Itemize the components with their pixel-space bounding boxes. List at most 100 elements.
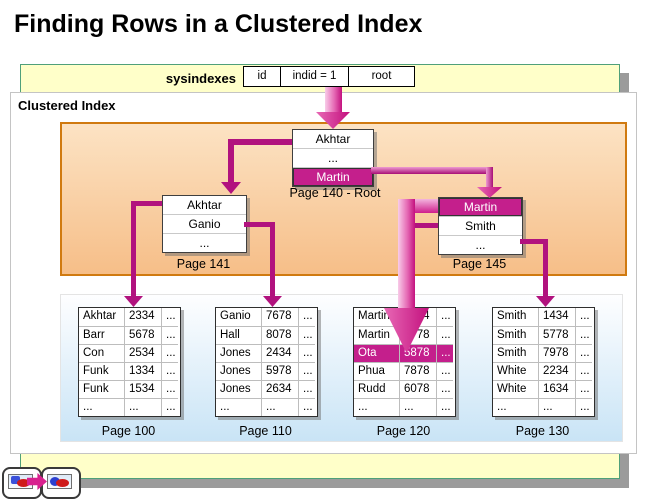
search-path-connector (412, 199, 438, 213)
leaf-cell: ... (493, 398, 538, 416)
leaf-cell: ... (298, 362, 315, 380)
leaf-cell: ... (79, 398, 124, 416)
red-shape-icon (17, 479, 30, 487)
leaf-cell: Smith (493, 344, 538, 362)
leaf-cell: ... (298, 308, 315, 326)
leaf-cell: 6078 (399, 380, 436, 398)
node-row: ... (293, 148, 373, 167)
leaf-cell: ... (298, 398, 315, 416)
leaf-cell: ... (436, 398, 453, 416)
leaf-cell: White (493, 362, 538, 380)
slide-picture-icon (47, 474, 72, 489)
table-row: ......... (354, 398, 455, 416)
leaf-cell: ... (575, 380, 592, 398)
141-to-100-arrowhead (124, 296, 143, 307)
root-to-141-line (228, 139, 292, 145)
leaf-cell: ... (298, 380, 315, 398)
sysindexes-cell-id: id (257, 70, 267, 82)
leaf-cell: ... (436, 308, 453, 326)
leaf-cell: Funk (79, 380, 124, 398)
sysindexes-to-root-arrow (325, 87, 342, 113)
leaf-cell: 2334 (124, 308, 161, 326)
node-row: Smith (439, 216, 522, 235)
node-row: ... (439, 235, 522, 254)
leaf-cell: ... (298, 326, 315, 344)
blue-shape-icon (11, 476, 20, 484)
red-shape-icon (56, 479, 69, 487)
leaf-cell: ... (298, 344, 315, 362)
sysindexes-table: id indid = 1 root (243, 66, 415, 87)
leaf-cell: Con (79, 344, 124, 362)
leaf-cell: Jones (216, 344, 261, 362)
leaf-cell: Ota (354, 344, 399, 362)
leaf-cell: ... (216, 398, 261, 416)
leaf-cell: Jones (216, 362, 261, 380)
leaf-cell: ... (161, 308, 178, 326)
145-to-130-line (520, 239, 548, 244)
leaf-cell: Ganio (220, 310, 251, 322)
145-to-120-line (412, 223, 438, 228)
leaf-cell: 2434 (261, 344, 298, 362)
sysindexes-label: sysindexes (165, 71, 236, 86)
leaf-cell: ... (261, 398, 298, 416)
leaf-cell: Martin (354, 326, 399, 344)
page-110-label: Page 110 (239, 424, 292, 438)
leaf-cell: ... (436, 326, 453, 344)
leaf-cell: 8078 (261, 326, 298, 344)
leaf-cell: 7878 (399, 362, 436, 380)
page-130-label: Page 130 (515, 424, 570, 438)
leaf-cell: 1634 (538, 380, 575, 398)
table-row: ......... (79, 398, 180, 416)
page-141-label: Page 141 (176, 257, 231, 271)
page-120-label: Page 120 (376, 424, 431, 438)
root-to-141-line (228, 139, 234, 183)
root-to-145-line (486, 167, 493, 188)
sysindexes-cell-root: root (348, 67, 414, 86)
leaf-cell: 2634 (261, 380, 298, 398)
sysindexes-cell-indid: indid = 1 (280, 67, 348, 86)
leaf-cell: ... (436, 362, 453, 380)
node-row: Ganio (163, 214, 246, 233)
root-to-145-arrowhead (477, 187, 502, 198)
leaf-cell: 1534 (124, 380, 161, 398)
node-row: Akhtar (315, 132, 351, 146)
leaf-cell: 5978 (261, 362, 298, 380)
leaf-cell: ... (161, 344, 178, 362)
node-row: ... (163, 233, 246, 252)
leaf-cell: ... (124, 398, 161, 416)
slide-picture-icon (8, 474, 33, 489)
table-row: ......... (493, 398, 594, 416)
page-140-label: Page 140 - Root (289, 186, 381, 200)
leaf-cell: 1334 (124, 362, 161, 380)
index-node-page-141: Akhtar Ganio ... (162, 195, 247, 253)
page-100-label: Page 100 (101, 424, 156, 438)
leaf-cell: 2234 (538, 362, 575, 380)
leaf-cell: ... (161, 362, 178, 380)
root-node-page-140: Akhtar ... Martin (292, 129, 374, 187)
index-node-page-145: Martin Smith ... (438, 197, 523, 255)
node-row-highlighted: Martin (439, 198, 522, 216)
leaf-cell: ... (575, 398, 592, 416)
blue-pie-icon (50, 477, 60, 486)
previous-step-button[interactable] (2, 467, 42, 499)
leaf-cell: ... (161, 380, 178, 398)
141-to-110-arrowhead (263, 296, 282, 307)
leaf-cell: Martin (358, 310, 390, 322)
clustered-index-label: Clustered Index (18, 98, 116, 113)
page-title: Finding Rows in a Clustered Index (14, 10, 423, 38)
145-to-130-arrowhead (536, 296, 555, 307)
leaf-cell: ... (575, 308, 592, 326)
leaf-cell: Smith (497, 310, 527, 322)
next-step-button[interactable] (41, 467, 81, 499)
